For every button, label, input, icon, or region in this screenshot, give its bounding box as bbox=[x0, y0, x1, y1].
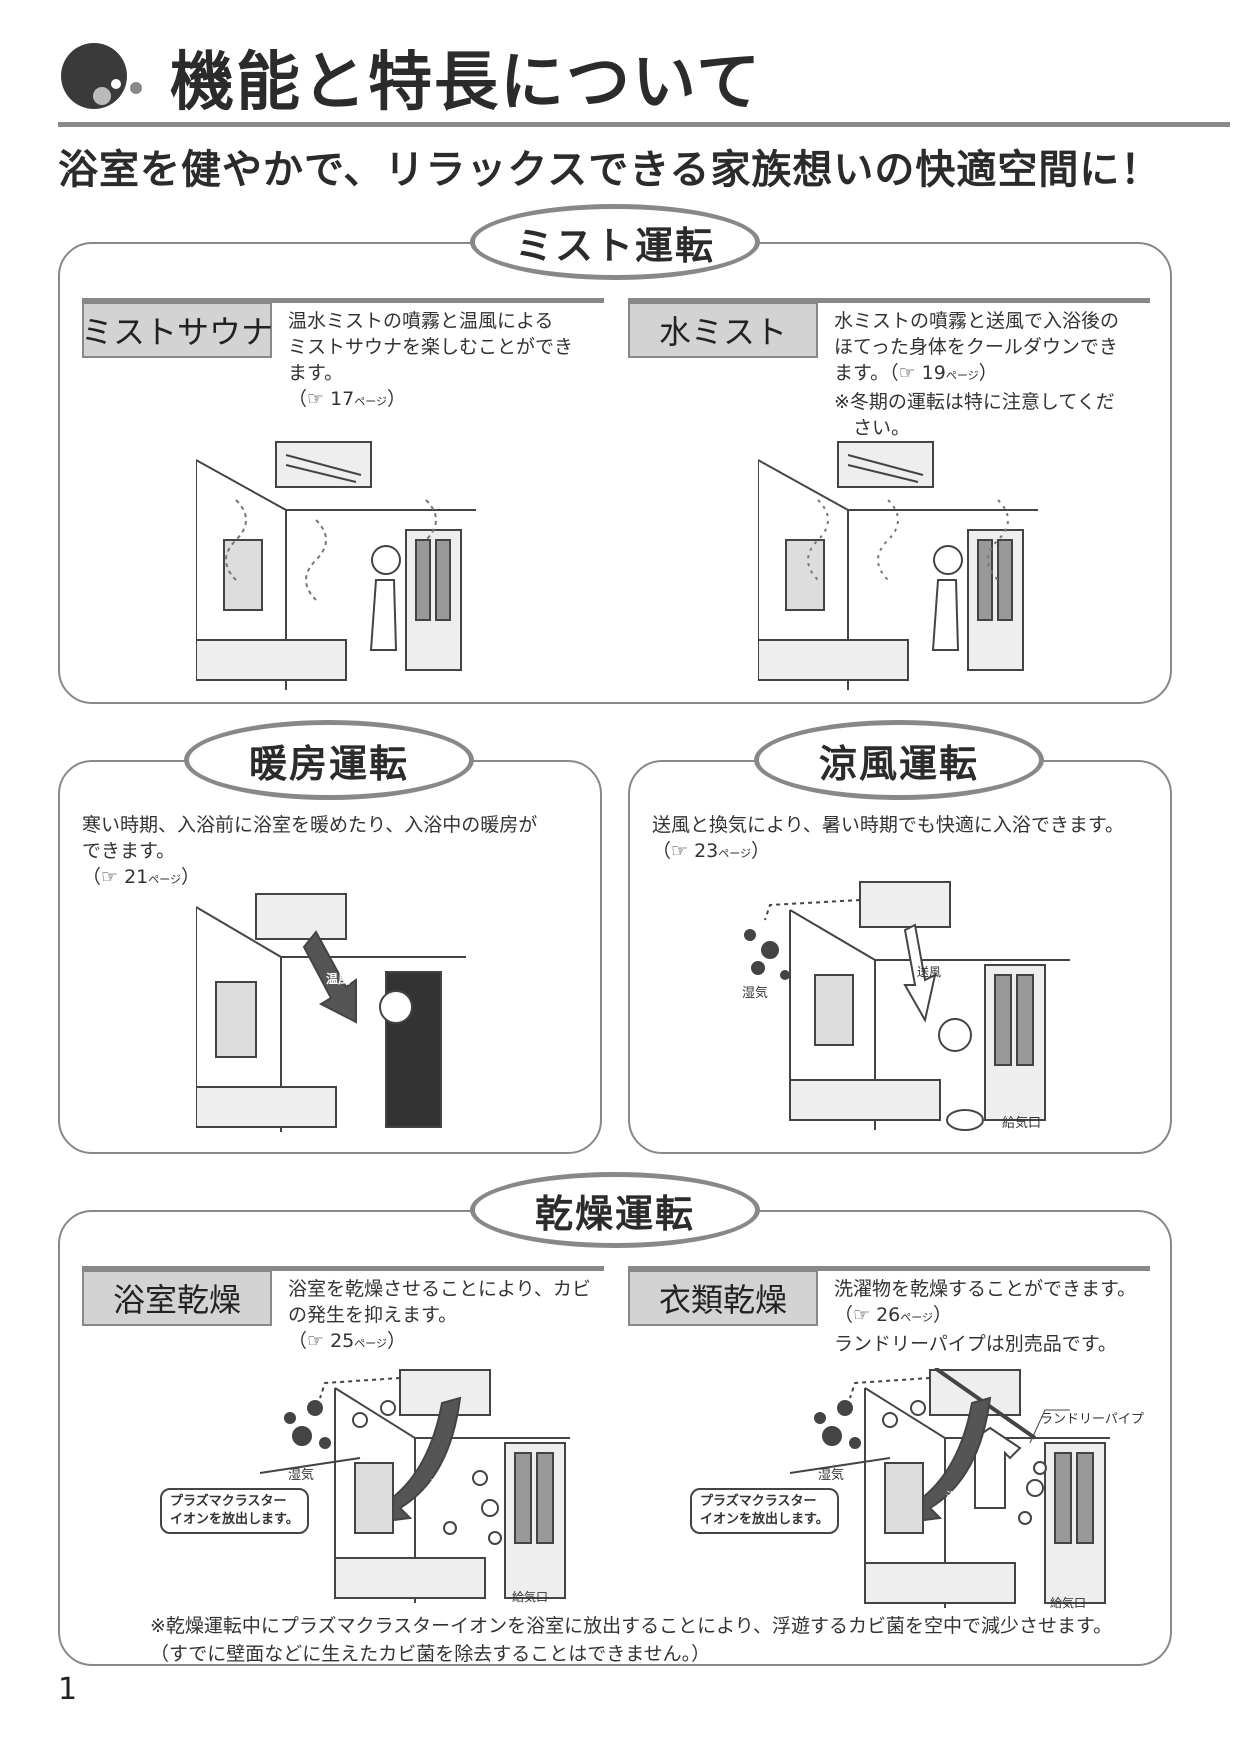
bathroom-drying-humidity-label: 湿気 bbox=[288, 1468, 315, 1483]
cooling-humidity-label: 湿気 bbox=[742, 986, 769, 1001]
cooling-page-ref: （☞ 23ページ） bbox=[652, 840, 771, 862]
bathroom-drying-description: 浴室を乾燥させることにより、カビ の発生を抑えます。 （☞ 25ページ） bbox=[288, 1276, 591, 1357]
mist-sauna-header-rule bbox=[82, 298, 604, 303]
heating-description: 寒い時期、入浴前に浴室を暖めたり、入浴中の暖房が できます。 （☞ 21ページ） bbox=[82, 812, 537, 893]
page-title: 機能と特長について bbox=[170, 46, 763, 120]
drying-footnote: ※乾燥運転中にプラズマクラスターイオンを浴室に放出することにより、浮遊するカビ菌… bbox=[150, 1615, 1113, 1665]
heating-illustration: 温風 bbox=[196, 892, 476, 1132]
clothes-drying-label: 衣類乾燥 bbox=[628, 1270, 818, 1326]
page-subtitle: 浴室を健やかで、リラックスできる家族想いの快適空間に！ bbox=[58, 147, 1162, 193]
water-mist-label: 水ミスト bbox=[628, 302, 818, 358]
heating-air-label: 温風 bbox=[326, 972, 351, 986]
clothes-drying-humidity-label: 湿気 bbox=[818, 1468, 845, 1483]
water-mist-illustration bbox=[758, 440, 1048, 690]
laundry-pipe-label: ランドリーパイプ bbox=[1040, 1412, 1144, 1427]
cooling-description: 送風と換気により、暑い時期でも快適に入浴できます。 （☞ 23ページ） bbox=[652, 812, 1124, 867]
page-number: 1 bbox=[58, 1672, 78, 1707]
water-mist-description: 水ミストの噴霧と送風で入浴後の ほてった身体をクールダウンでき ます。（☞ 19… bbox=[834, 310, 1120, 439]
mist-sauna-illustration bbox=[196, 440, 486, 690]
bathroom-drying-illustration: 湿気 温風 プラズマクラスター イオンを放出します。 給気口 bbox=[160, 1368, 580, 1608]
mist-title: ミスト運転 bbox=[470, 204, 760, 280]
water-mist-header-rule bbox=[628, 298, 1150, 303]
bathroom-drying-air-label: 温風 bbox=[430, 1478, 455, 1492]
cooling-title: 涼風運転 bbox=[754, 720, 1044, 800]
mist-sauna-label: ミストサウナ bbox=[81, 302, 273, 358]
clothes-drying-intake-label: 給気口 bbox=[1050, 1596, 1087, 1610]
cooling-illustration: 湿気 送風 給気口 bbox=[740, 880, 1070, 1140]
mist-sauna-description: 温水ミストの噴霧と温風による ミストサウナを楽しむことができ ます。 （☞ 17… bbox=[288, 308, 573, 415]
clothes-drying-air-label: 温風 bbox=[946, 1490, 971, 1504]
bathroom-drying-header-rule bbox=[82, 1266, 604, 1271]
heating-page-ref: （☞ 21ページ） bbox=[82, 866, 201, 888]
clothes-drying-header-rule bbox=[628, 1266, 1150, 1271]
bathroom-drying-intake-label: 給気口 bbox=[512, 1590, 549, 1604]
clothes-drying-callout: プラズマクラスター イオンを放出します。 bbox=[690, 1488, 839, 1534]
heating-title: 暖房運転 bbox=[184, 720, 474, 800]
cooling-air-label: 送風 bbox=[917, 965, 942, 979]
title-divider bbox=[58, 122, 1230, 127]
header-bullet-icon bbox=[58, 40, 148, 120]
clothes-drying-page-ref: （☞ 26ページ） bbox=[834, 1304, 953, 1326]
drying-title: 乾燥運転 bbox=[470, 1172, 760, 1248]
bathroom-drying-label: 浴室乾燥 bbox=[82, 1270, 272, 1326]
clothes-drying-illustration: 湿気 温風 プラズマクラスター イオンを放出します。 ランドリーパイプ 給気口 bbox=[690, 1368, 1150, 1613]
bathroom-drying-page-ref: （☞ 25ページ） bbox=[288, 1330, 407, 1352]
water-mist-page-ref: ます。（☞ 19ページ） bbox=[834, 362, 998, 384]
cooling-intake-label: 給気口 bbox=[1002, 1116, 1042, 1131]
clothes-drying-description: 洗濯物を乾燥することができます。 （☞ 26ページ） ランドリーパイプは別売品で… bbox=[834, 1278, 1137, 1355]
bathroom-drying-callout: プラズマクラスター イオンを放出します。 bbox=[160, 1488, 309, 1534]
mist-sauna-page-ref: （☞ 17ページ） bbox=[288, 388, 407, 410]
